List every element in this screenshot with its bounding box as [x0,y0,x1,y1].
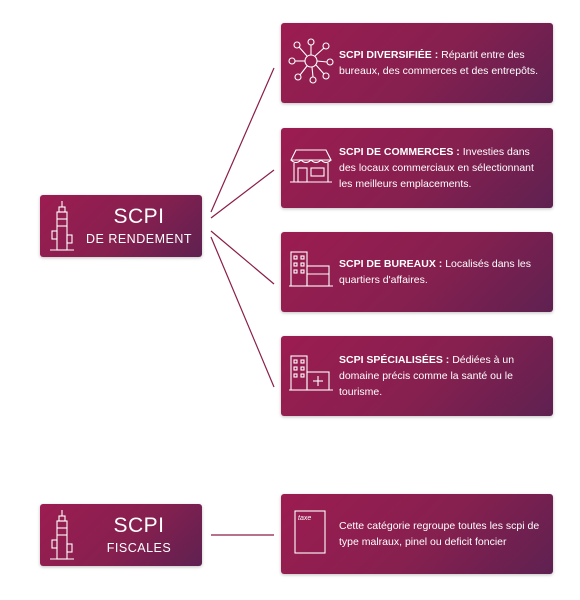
scpi-fiscales-box: SCPI FISCALES [40,504,202,566]
category-label: SCPI DIVERSIFIÉE : [339,49,439,61]
tower-building-icon [50,201,74,251]
medical-building-icon [289,355,333,391]
scpi-fiscales-description-box: taxe Cette catégorie regroupe toutes les… [281,494,553,574]
category-text: Investies dans des locaux commerciaux en… [339,146,534,190]
scpi-diversifiee-box: SCPI DIVERSIFIÉE : Répartit entre des bu… [281,23,553,103]
network-icon [288,38,334,84]
tower-building-icon [50,510,74,560]
category-description: SCPI SPÉCIALISÉES : Dédiées à un domaine… [339,336,545,416]
scpi-rendement-box: SCPI DE RENDEMENT [40,195,202,257]
category-label: SCPI DE BUREAUX : [339,258,443,270]
category-description: SCPI DE BUREAUX : Localisés dans les qua… [339,232,545,312]
scpi-bureaux-box: SCPI DE BUREAUX : Localisés dans les qua… [281,232,553,312]
scpi-commerces-box: SCPI DE COMMERCES : Investies dans des l… [281,128,553,208]
group-title: SCPI [113,205,165,228]
category-text: Cette catégorie regroupe toutes les scpi… [339,520,540,548]
group-subtitle: FISCALES [106,541,172,555]
category-description: SCPI DE COMMERCES : Investies dans des l… [339,128,545,208]
office-building-icon [289,251,333,287]
shop-icon [290,149,332,183]
category-description: SCPI DIVERSIFIÉE : Répartit entre des bu… [339,23,545,103]
scpi-specialisees-box: SCPI SPÉCIALISÉES : Dédiées à un domaine… [281,336,553,416]
category-label: SCPI SPÉCIALISÉES : [339,354,450,366]
category-text: Localisés dans les quartiers d'affaires. [339,258,531,286]
tax-document-label: taxe [298,515,311,522]
category-text: Répartit entre des bureaux, des commerce… [339,49,539,77]
group-subtitle: DE RENDEMENT [85,232,192,246]
group-title: SCPI [113,514,165,537]
connector-rendement-commerces [210,169,275,219]
connector-rendement-bureaux [210,230,275,285]
category-text: Dédiées à un domaine précis comme la san… [339,354,515,398]
connector-rendement-diversifiee [210,67,275,213]
tax-document-icon: taxe [294,510,326,554]
connector-rendement-specialisees [210,236,275,388]
category-description: Cette catégorie regroupe toutes les scpi… [339,494,545,574]
category-label: SCPI DE COMMERCES : [339,146,460,158]
